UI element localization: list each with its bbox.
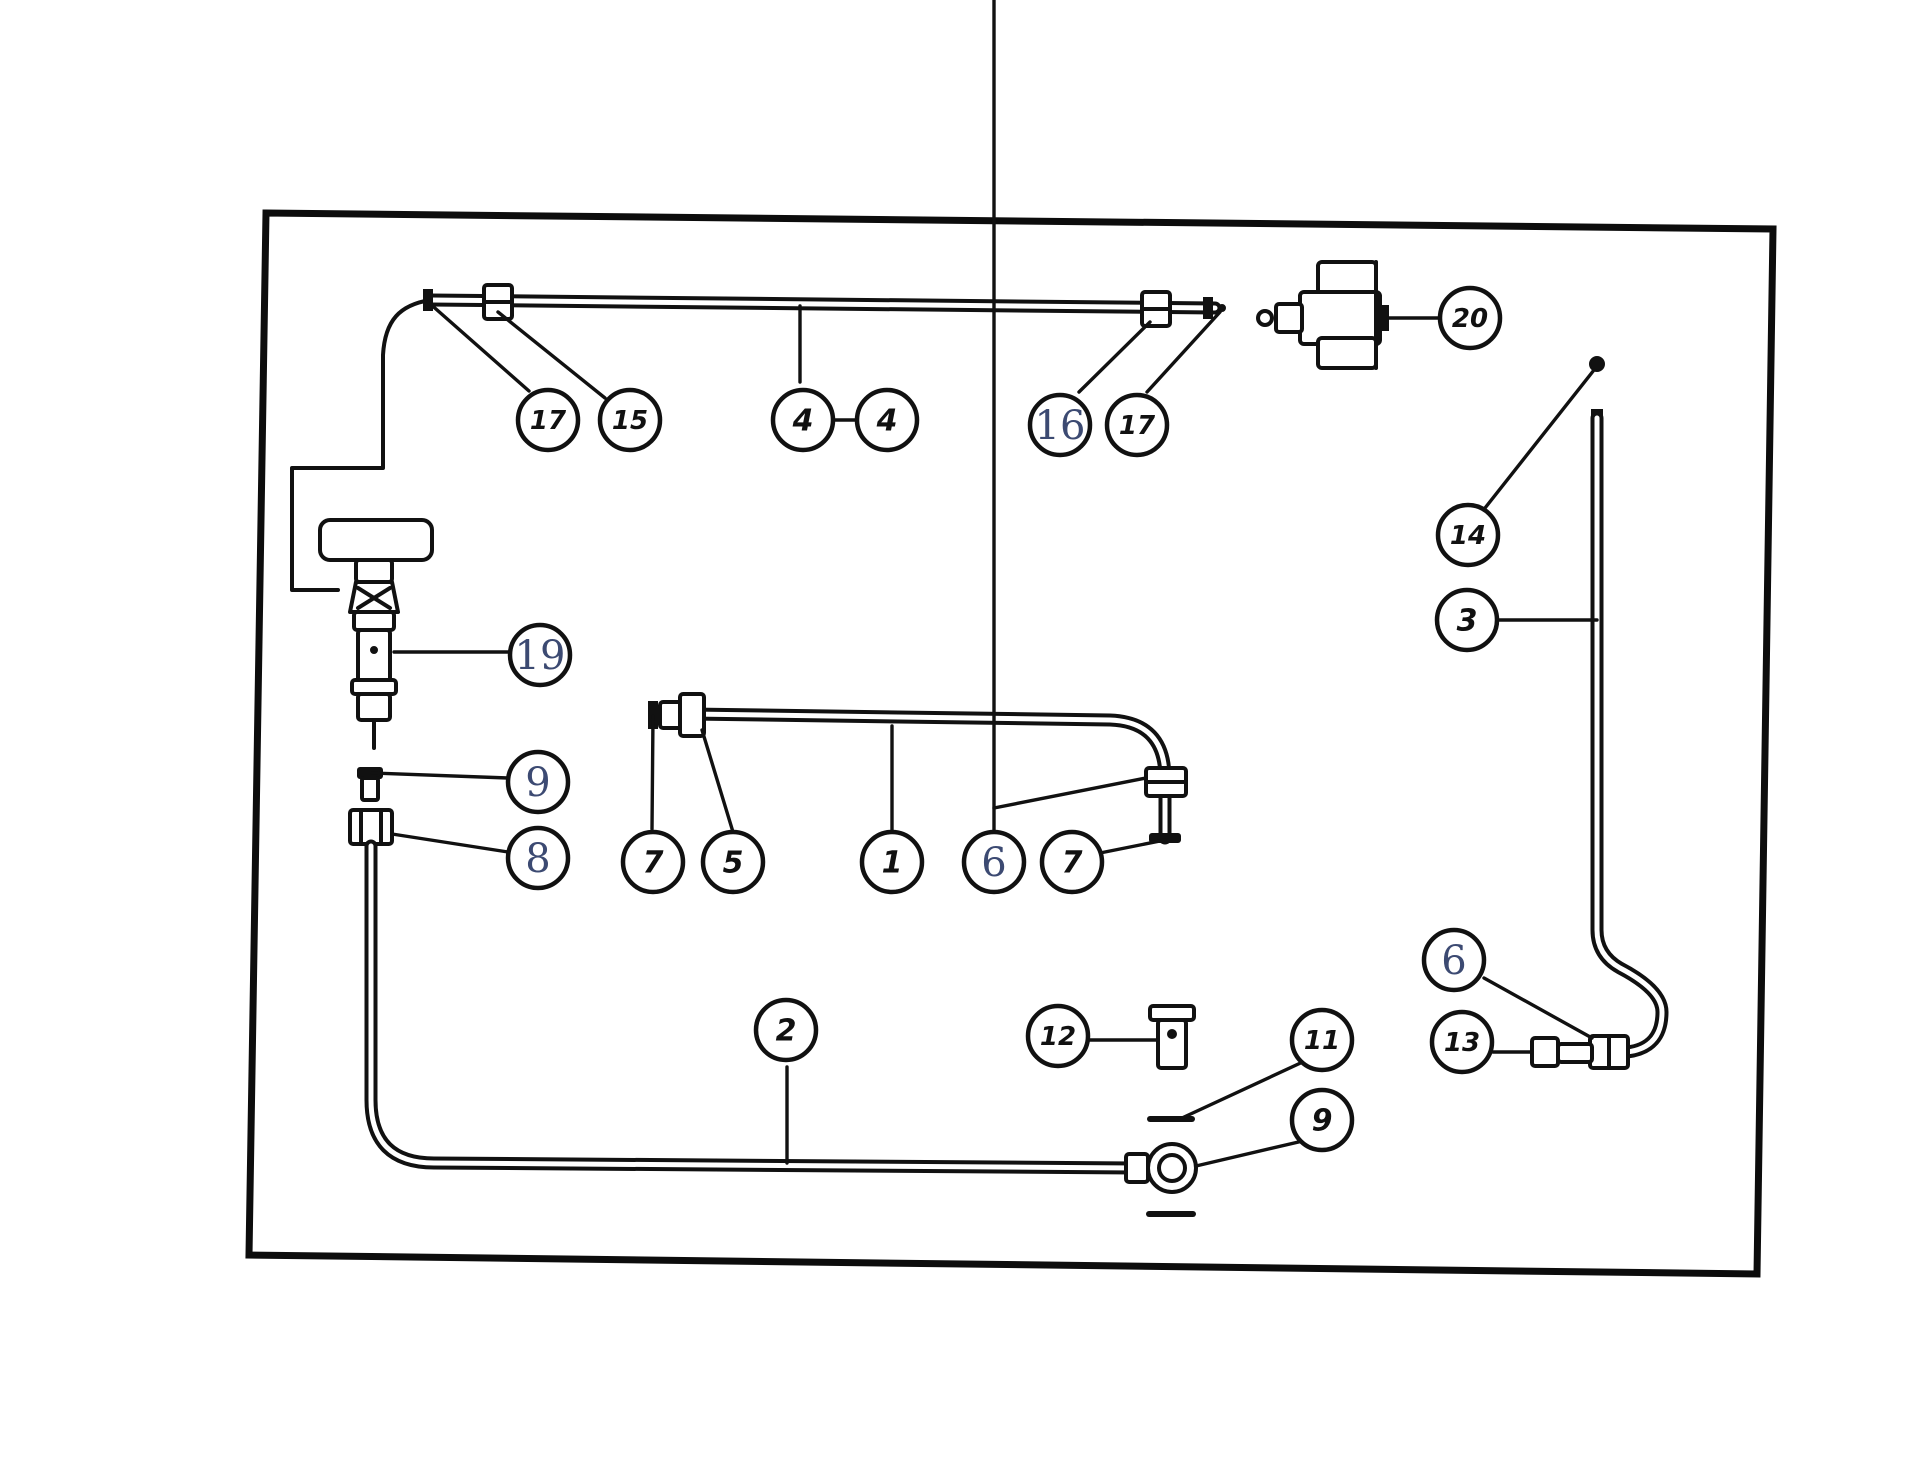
- callout-number: 19: [515, 633, 566, 679]
- callout-circle: [753, 997, 819, 1063]
- callout-4: 4: [770, 387, 836, 453]
- callout-circle: [700, 829, 766, 895]
- callout-3: 3: [1434, 587, 1500, 653]
- part-20-valve: [1256, 260, 1389, 370]
- callout-circle: [1289, 1007, 1355, 1073]
- callout-19: 19: [507, 622, 573, 688]
- callout-circle: [1027, 392, 1093, 458]
- callout-15: 15: [597, 387, 663, 453]
- callout-9: 9: [1289, 1087, 1355, 1153]
- part-8-nut: [348, 808, 394, 846]
- callout-17: 17: [515, 387, 581, 453]
- callout-9: 9: [505, 749, 571, 815]
- callout-number: 3: [1457, 604, 1478, 639]
- callout-number: 9: [1312, 1104, 1333, 1139]
- callout-circle: [1289, 1087, 1355, 1153]
- callout-number: 9: [525, 760, 550, 806]
- callout-2: 2: [753, 997, 819, 1063]
- callout-13: 13: [1429, 1009, 1495, 1075]
- callout-5: 5: [700, 829, 766, 895]
- callout-circle: [1437, 285, 1503, 351]
- part-15-nut-left: [482, 283, 514, 321]
- callout-number: 17: [1119, 411, 1156, 441]
- callout-number: 7: [1062, 846, 1083, 881]
- callout-number: 8: [525, 836, 550, 882]
- callout-circle: [854, 387, 920, 453]
- callout-circle: [505, 825, 571, 891]
- part-6-nut-right: [1588, 1034, 1630, 1070]
- callout-number: 6: [1441, 938, 1466, 984]
- part-9-cap-top: [357, 767, 383, 802]
- callout-circle: [1435, 502, 1501, 568]
- part-14-bleeder: [1589, 356, 1605, 372]
- callout-7: 7: [620, 829, 686, 895]
- callout-17: 17: [1104, 392, 1170, 458]
- callout-number: 17: [530, 406, 567, 436]
- callout-7: 7: [1039, 829, 1105, 895]
- callout-8: 8: [505, 825, 571, 891]
- callout-4: 4: [854, 387, 920, 453]
- part-4-tube-top: [290, 293, 1222, 592]
- callout-1: 1: [859, 829, 925, 895]
- diagram-frame: [245, 209, 1777, 1278]
- callout-16: 16: [1027, 392, 1093, 458]
- callout-number: 4: [792, 404, 814, 439]
- callout-number: 13: [1444, 1028, 1480, 1058]
- callout-circle: [1039, 829, 1105, 895]
- callout-6: 6: [961, 829, 1027, 895]
- part-2-pipe: [364, 839, 1150, 1184]
- leader-lines: [370, 0, 1599, 1168]
- callout-circle: [620, 829, 686, 895]
- part-6-nut-mid: [1144, 766, 1188, 798]
- callout-number: 7: [643, 846, 664, 881]
- callout-circle: [507, 622, 573, 688]
- callout-circle: [1434, 587, 1500, 653]
- callout-11: 11: [1289, 1007, 1355, 1073]
- callout-circle: [1025, 1003, 1091, 1069]
- callout-number: 15: [612, 406, 648, 436]
- part-17-fitting-right: [1203, 297, 1226, 319]
- callout-circle: [770, 387, 836, 453]
- callout-circle: [1421, 927, 1487, 993]
- callout-12: 12: [1025, 1003, 1091, 1069]
- callout-number: 20: [1452, 304, 1488, 334]
- part-16-nut-right: [1140, 290, 1172, 328]
- callout-circle: [515, 387, 581, 453]
- part-5-nut: [658, 692, 706, 738]
- part-19-gauge-assembly: [318, 518, 434, 750]
- callout-circle: [505, 749, 571, 815]
- callout-number: 14: [1450, 521, 1486, 551]
- part-17-fitting-left: [423, 289, 433, 311]
- callout-number: 11: [1304, 1026, 1340, 1056]
- callout-circle: [1429, 1009, 1495, 1075]
- callout-number: 12: [1040, 1022, 1076, 1052]
- callout-number: 4: [876, 404, 898, 439]
- callout-number: 5: [723, 846, 744, 881]
- callout-6: 6: [1421, 927, 1487, 993]
- part-12-bolt: [1148, 1004, 1196, 1070]
- callout-number: 2: [776, 1014, 797, 1049]
- callout-20: 20: [1437, 285, 1503, 351]
- part-13-union: [1530, 1036, 1594, 1068]
- callout-14: 14: [1435, 502, 1501, 568]
- callout-circle: [961, 829, 1027, 895]
- callout-number: 6: [981, 840, 1006, 886]
- callout-circle: [1104, 392, 1170, 458]
- callout-circle: [597, 387, 663, 453]
- callout-number: 16: [1035, 403, 1086, 449]
- part-9-banjo-ring: [1146, 1142, 1198, 1194]
- part-1-pipe: [683, 707, 1172, 845]
- callout-circle: [859, 829, 925, 895]
- part-3-tube: [1590, 409, 1669, 1059]
- callout-number: 1: [882, 846, 903, 881]
